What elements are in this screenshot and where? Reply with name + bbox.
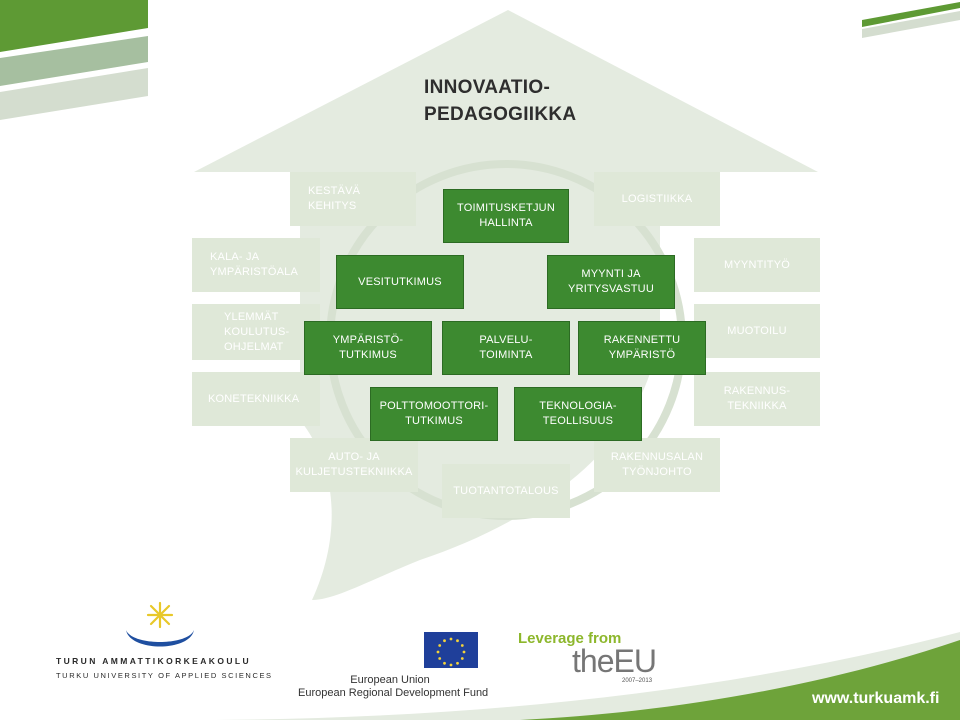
inner-field-toimitusketjun-hallinta: TOIMITUSKETJUN HALLINTA	[443, 189, 569, 243]
arrow-head	[194, 10, 818, 172]
leverage-years: 2007–2013	[622, 678, 653, 684]
leverage-line2: theEU	[572, 643, 657, 679]
tamk-logo	[126, 601, 194, 647]
outer-field-rakennustekniikka: RAKENNUS- TEKNIIKKA	[694, 372, 820, 426]
tamk-name: TURUN AMMATTIKORKEAKOULU	[56, 656, 251, 666]
eu-flag-icon	[424, 632, 478, 668]
inner-field-vesitutkimus: VESITUTKIMUS	[336, 255, 464, 309]
top-left-stripe	[0, 68, 148, 120]
tamk-subtitle: TURKU UNIVERSITY OF APPLIED SCIENCES	[56, 671, 273, 680]
top-left-stripe	[0, 0, 148, 52]
website-url[interactable]: www.turkuamk.fi	[812, 690, 940, 707]
outer-field-auto-ja-kuljetustekniikka: AUTO- JA KULJETUSTEKNIIKKA	[290, 438, 418, 492]
inner-field-ymparistotutkimus: YMPÄRISTÖ- TUTKIMUS	[304, 321, 432, 375]
top-left-stripe	[0, 36, 148, 86]
outer-field-konetekniikka: KONETEKNIIKKA	[192, 372, 320, 426]
outer-field-muotoilu: MUOTOILU	[694, 304, 820, 358]
outer-field-myyntityo: MYYNTITYÖ	[694, 238, 820, 292]
diagram-title: INNOVAATIO- PEDAGOGIIKKA	[424, 77, 577, 125]
top-right-stripe	[862, 2, 960, 27]
eu-label: European Union	[350, 674, 430, 686]
outer-field-ylemmat-koulutusohjelmat: YLEMMÄT KOULUTUS- OHJELMAT	[192, 304, 320, 360]
inner-field-rakennettu-ymparisto: RAKENNETTU YMPÄRISTÖ	[578, 321, 706, 375]
outer-field-rakennusalan-tyonjohto: RAKENNUSALAN TYÖNJOHTO	[594, 438, 720, 492]
inner-field-palvelutoiminta: PALVELU- TOIMINTA	[442, 321, 570, 375]
outer-field-logistiikka: LOGISTIIKKA	[594, 172, 720, 226]
inner-field-teknologiateollisuus: TEKNOLOGIA- TEOLLISUUS	[514, 387, 642, 441]
outer-field-tuotantotalous: TUOTANTOTALOUS	[442, 464, 570, 518]
outer-field-kala-ja-ymparistoala: KALA- JA YMPÄRISTÖALA	[192, 238, 320, 292]
inner-field-myynti-ja-yritysvastuu: MYYNTI JA YRITYSVASTUU	[547, 255, 675, 309]
outer-field-kestava-kehitys: KESTÄVÄ KEHITYS	[290, 172, 416, 226]
leverage-line1: Leverage from	[518, 630, 622, 647]
top-right-stripe	[862, 11, 960, 38]
footer-wave-green	[520, 640, 960, 720]
inner-field-polttomoottoritutkimus: POLTTOMOOTTORI- TUTKIMUS	[370, 387, 498, 441]
eu-fund-label: European Regional Development Fund	[298, 687, 489, 699]
